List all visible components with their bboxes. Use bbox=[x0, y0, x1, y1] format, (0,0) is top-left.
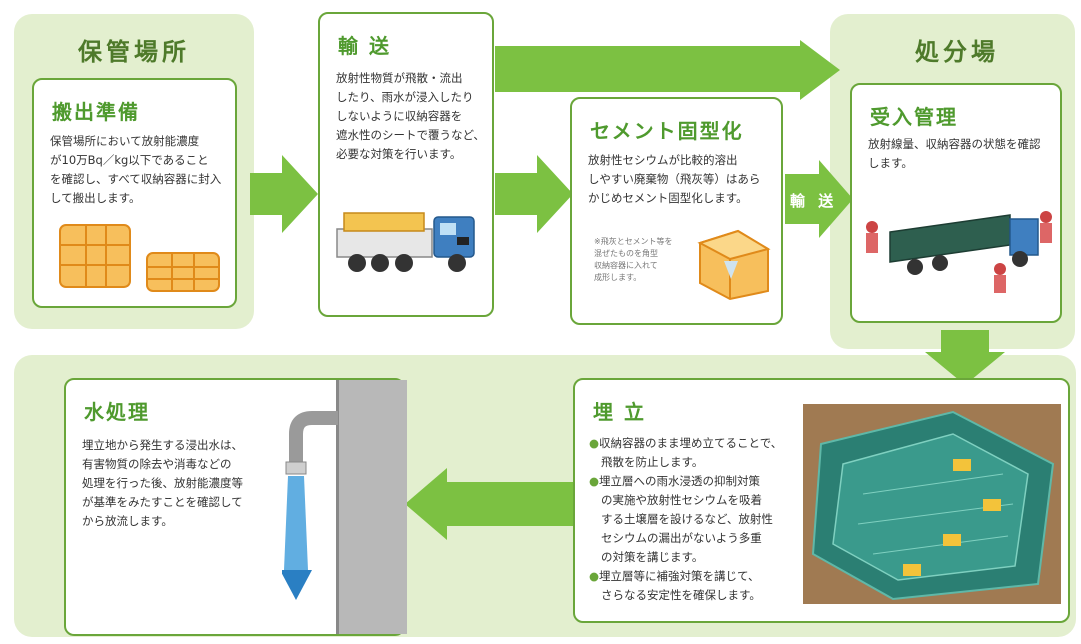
landfill-line: する土壌層を設けるなど、放射性 bbox=[601, 512, 773, 526]
landfill-body: ●収納容器のまま埋め立てることで、 飛散を防止します。 ●埋立層への雨水浸透の抑… bbox=[589, 434, 804, 605]
transport-arrow-label: 輸 送 bbox=[790, 192, 838, 210]
landfill-line: セシウムの漏出がないよう多重 bbox=[601, 531, 762, 545]
cement-body: 放射性セシウムが比較的溶出 しやすい廃棄物（飛灰等）はあら かじめセメント固型化… bbox=[588, 153, 761, 205]
carry-out-prep-body: 保管場所において放射能濃度 が10万Bq／kg以下であること を確認し、すべて収… bbox=[50, 134, 222, 205]
landfill-line: の対策を講じます。 bbox=[601, 550, 704, 564]
arrow-transport-to-cement bbox=[495, 155, 573, 233]
arrow-down-to-landfill bbox=[925, 330, 1005, 385]
transport-body: 放射性物質が飛散・流出 したり、雨水が浸入したり しないように収納容器を 遮水性… bbox=[336, 71, 485, 161]
landfill-site-illustration bbox=[803, 404, 1061, 604]
card-water-treatment: 水処理 埋立地から発生する浸出水は、 有害物質の除去や消毒などの 処理を行った後… bbox=[64, 378, 407, 636]
landfill-title: 埋 立 bbox=[593, 400, 646, 424]
water-title: 水処理 bbox=[84, 400, 150, 424]
water-body: 埋立地から発生する浸出水は、 有害物質の除去や消毒などの 処理を行った後、放射能… bbox=[82, 438, 243, 528]
disposal-site-label: 処分場 bbox=[915, 38, 999, 66]
landfill-line: ●埋立層等に補強対策を講じて、 bbox=[589, 569, 760, 583]
landfill-line: ●収納容器のまま埋め立てることで、 bbox=[589, 436, 783, 450]
arrow-landfill-to-water bbox=[405, 468, 575, 540]
dump-truck-illustration bbox=[336, 212, 475, 272]
storage-site-label: 保管場所 bbox=[78, 38, 190, 66]
cement-note: ※飛灰とセメント等を 混ぜたものを角型 収納容器に入れて 成形します。 bbox=[594, 237, 673, 282]
covered-truck-illustration bbox=[866, 211, 1052, 293]
top-arrow-transport-to-disposal bbox=[495, 40, 840, 100]
acceptance-body: 放射線量、収納容器の状態を確認 します。 bbox=[868, 137, 1041, 170]
card-carry-out-prep: 搬出準備 保管場所において放射能濃度 が10万Bq／kg以下であること を確認し… bbox=[32, 78, 237, 308]
transport-title: 輸 送 bbox=[338, 34, 391, 58]
card-cement-solidification: セメント固型化 放射性セシウムが比較的溶出 しやすい廃棄物（飛灰等）はあら かじ… bbox=[570, 97, 783, 325]
cement-bag-illustration bbox=[697, 229, 771, 301]
landfill-line: 飛散を防止します。 bbox=[601, 455, 704, 469]
landfill-line: さらなる安定性を確保します。 bbox=[601, 588, 761, 602]
carry-out-prep-title: 搬出準備 bbox=[52, 100, 140, 124]
landfill-line: ●埋立層への雨水浸透の抑制対策 bbox=[589, 474, 761, 488]
drain-pipe-illustration bbox=[282, 411, 338, 600]
container-boxes-illustration bbox=[59, 224, 220, 292]
arrow-storage-to-transport bbox=[250, 155, 318, 233]
acceptance-title: 受入管理 bbox=[870, 105, 958, 129]
card-acceptance-control: 受入管理 放射線量、収納容器の状態を確認 します。 bbox=[850, 83, 1062, 323]
landfill-line: の実施や放射性セシウムを吸着 bbox=[601, 493, 762, 507]
cement-title: セメント固型化 bbox=[590, 119, 744, 143]
card-transport: 輸 送 放射性物質が飛散・流出 したり、雨水が浸入したり しないように収納容器を… bbox=[318, 12, 494, 317]
arrow-cement-to-disposal bbox=[785, 160, 853, 238]
concrete-wall bbox=[336, 380, 407, 634]
card-landfill: 埋 立 ●収納容器のまま埋め立てることで、 飛散を防止します。 ●埋立層への雨水… bbox=[573, 378, 1070, 623]
